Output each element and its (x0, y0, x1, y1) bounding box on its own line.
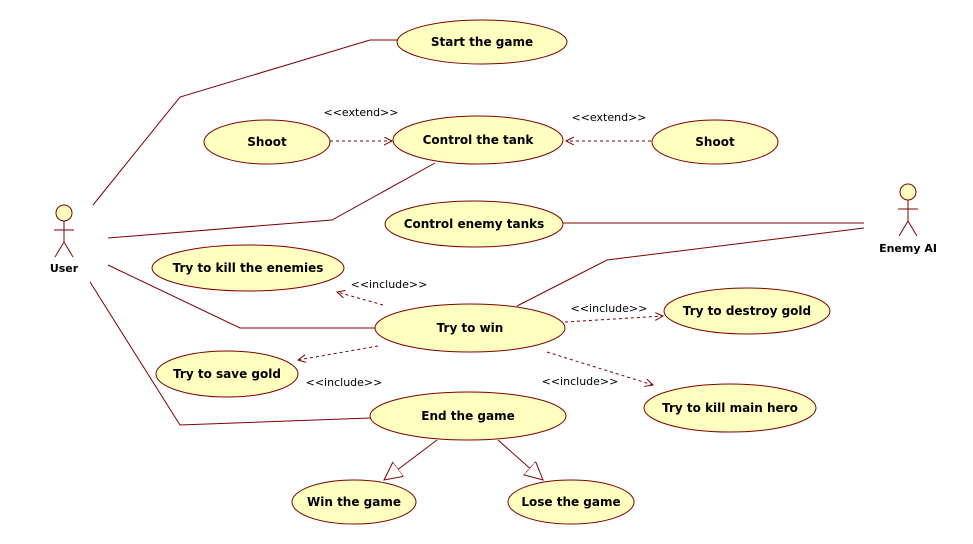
assoc-user-start-game (92, 39, 397, 206)
use-case-control-enemy-tanks[interactable]: Control enemy tanks (384, 200, 564, 248)
include-kill-hero-arrow (546, 351, 653, 385)
svg-text:End the game: End the game (421, 409, 514, 423)
svg-text:Try to kill main hero: Try to kill main hero (662, 401, 798, 415)
use-case-shoot-right[interactable]: Shoot (651, 119, 779, 165)
use-case-try-to-win[interactable]: Try to win (374, 303, 566, 353)
generalization-lose (497, 439, 543, 480)
svg-text:Try to destroy gold: Try to destroy gold (683, 304, 811, 318)
assoc-user-try-to-win (107, 264, 376, 329)
svg-text:Try to win: Try to win (437, 321, 504, 335)
svg-text:Try to save gold: Try to save gold (173, 367, 281, 381)
svg-text:Start the game: Start the game (431, 35, 533, 49)
use-case-lose-game[interactable]: Lose the game (507, 479, 635, 525)
use-case-win-game[interactable]: Win the game (291, 479, 417, 525)
include-save-gold-arrow (298, 345, 379, 360)
stereotype-include-save-gold: <<include>> (306, 376, 383, 389)
stereotype-include-kill-hero: <<include>> (542, 375, 619, 388)
svg-text:Shoot: Shoot (695, 135, 735, 149)
svg-text:Control enemy tanks: Control enemy tanks (404, 217, 545, 231)
use-case-control-tank[interactable]: Control the tank (392, 115, 564, 165)
svg-text:Try to kill the enemies: Try to kill the enemies (173, 261, 324, 275)
include-destroy-gold-arrow (564, 316, 663, 323)
include-kill-enemies-arrow (337, 292, 384, 306)
actor-enemy-ai-label: Enemy AI (879, 242, 937, 255)
svg-text:Control the tank: Control the tank (423, 133, 535, 147)
svg-text:Win the game: Win the game (307, 495, 401, 509)
stereotype-include-destroy-gold: <<include>> (571, 302, 648, 315)
actor-user-label: User (50, 262, 79, 275)
use-case-save-gold[interactable]: Try to save gold (155, 350, 299, 398)
use-case-kill-enemies[interactable]: Try to kill the enemies (151, 244, 345, 292)
stereotype-include-kill-enemies: <<include>> (351, 278, 428, 291)
svg-text:Shoot: Shoot (247, 135, 287, 149)
use-case-end-game[interactable]: End the game (369, 391, 567, 441)
use-case-kill-main-hero[interactable]: Try to kill main hero (643, 383, 817, 433)
assoc-user-end-game (89, 281, 371, 426)
use-case-shoot-left[interactable]: Shoot (203, 119, 331, 165)
generalization-win (384, 439, 438, 480)
stereotype-extend-left: <<extend>> (324, 106, 399, 119)
use-case-destroy-gold[interactable]: Try to destroy gold (663, 287, 831, 335)
use-case-start-game[interactable]: Start the game (396, 19, 568, 65)
assoc-user-control-tank (107, 162, 436, 239)
actor-user[interactable]: User (50, 204, 79, 275)
svg-text:Lose the game: Lose the game (521, 495, 620, 509)
actor-enemy-ai[interactable]: Enemy AI (879, 183, 937, 255)
stereotype-extend-right: <<extend>> (572, 111, 647, 124)
assoc-enemy-try-to-win (516, 227, 865, 307)
